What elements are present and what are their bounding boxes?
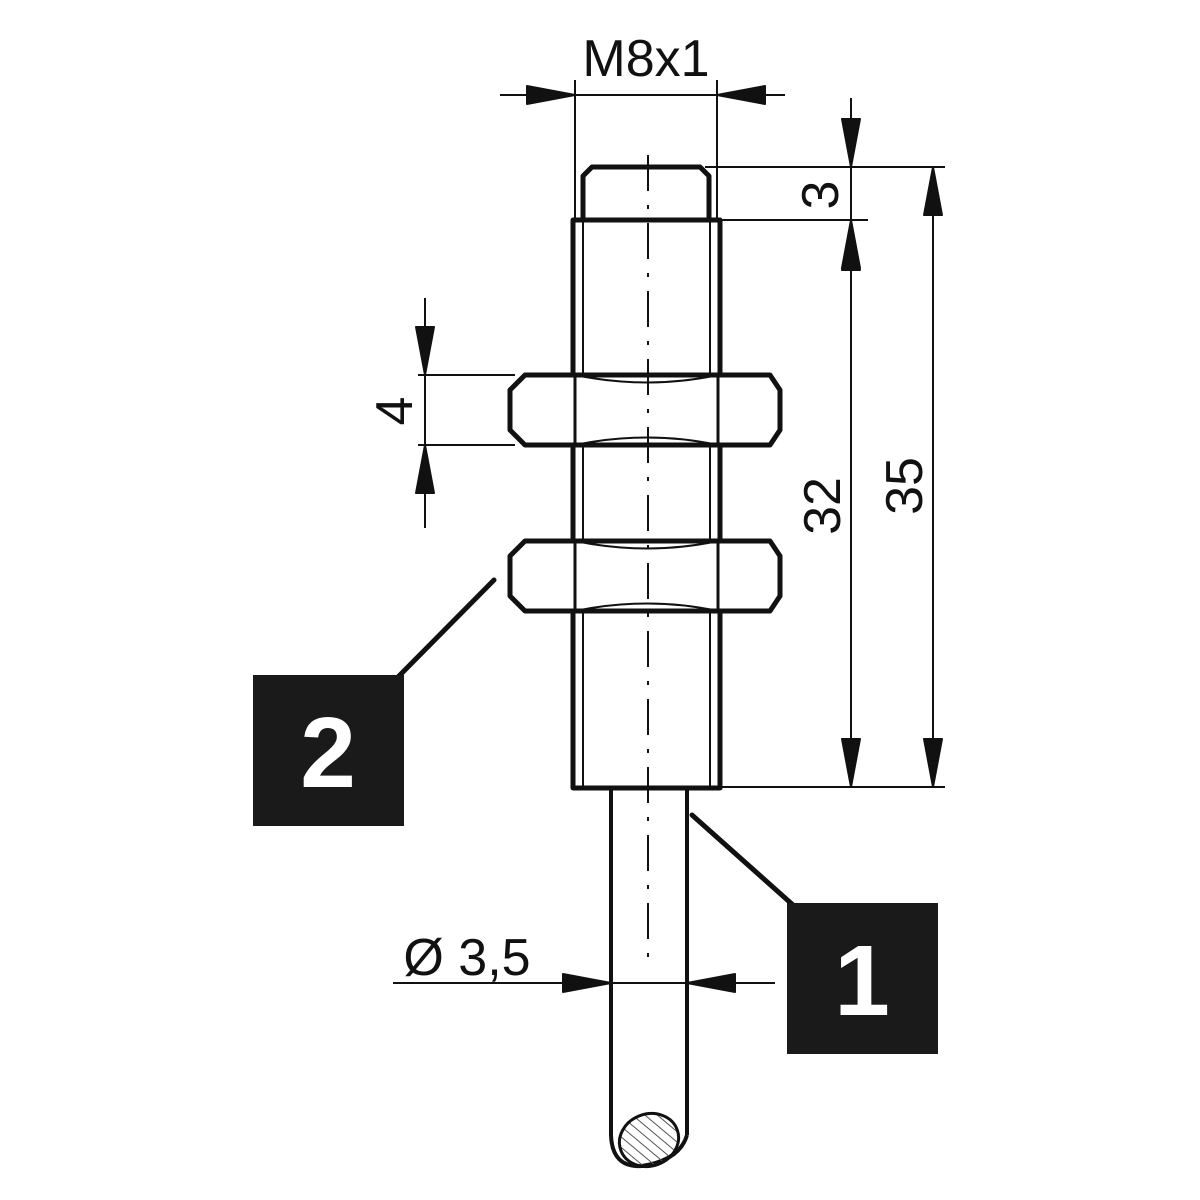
sensor-body: [570, 217, 723, 791]
thread-dimension-lines: [500, 80, 785, 220]
sensor-cap: [580, 164, 712, 220]
hex-nut-upper: [507, 372, 783, 448]
nut-thickness-dimension-label: 4: [366, 397, 424, 426]
nut-thickness-dimension-lines: [415, 298, 515, 528]
total-length-dimension-lines: [923, 166, 943, 788]
height-extension-lines: [705, 166, 945, 788]
body-length-dimension-lines: [841, 221, 861, 788]
cable-diameter-dimension-lines: [393, 973, 775, 993]
cable: [609, 787, 689, 1169]
callout-2-leader: [395, 577, 497, 680]
hex-nut-lower: [507, 538, 783, 614]
callout-1-box: [787, 903, 938, 1054]
callout-1-leader: [689, 812, 796, 908]
cable-diameter-dimension-label: Ø 3,5: [403, 929, 530, 987]
body-length-dimension-label: 32: [794, 477, 852, 535]
callout-2-label: 2: [300, 697, 356, 809]
callout-2-box: [253, 675, 404, 826]
total-length-dimension-label: 35: [876, 457, 934, 515]
cap-height-dimension-label: 3: [792, 181, 850, 210]
callout-1-label: 1: [834, 925, 890, 1037]
thread-dimension-label: M8x1: [582, 30, 709, 88]
